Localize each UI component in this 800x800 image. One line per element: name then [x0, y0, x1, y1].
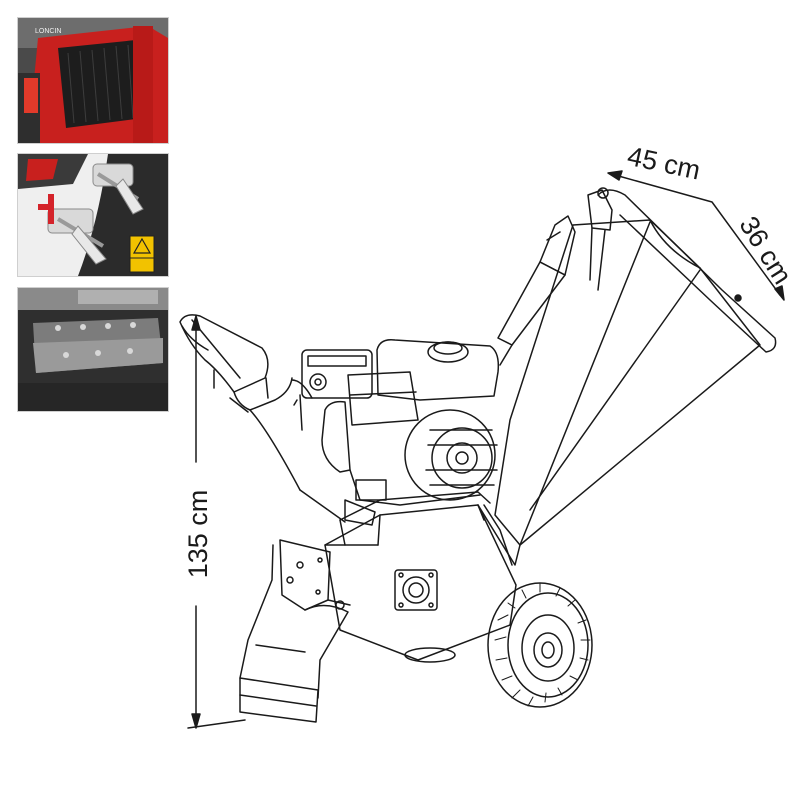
rubber-curtain — [58, 40, 143, 128]
chipper-housing — [324, 491, 517, 663]
blade-thumbnail — [17, 287, 169, 412]
lower-outlet — [239, 539, 351, 723]
height-label: 135 cm — [183, 490, 213, 579]
latch-thumbnail — [17, 153, 169, 277]
hopper-thumbnail: LONCIN — [17, 17, 169, 144]
width-label: 45 cm — [625, 141, 703, 186]
engine — [301, 338, 500, 526]
latch-upper — [92, 163, 144, 215]
depth-label: 36 cm — [733, 211, 797, 289]
wheel — [487, 582, 593, 708]
discharge-chute — [179, 314, 346, 523]
feed-hopper — [477, 187, 777, 566]
width-depth-dimension — [607, 170, 785, 301]
brand-text: LONCIN — [35, 28, 61, 35]
recoil-starter — [404, 409, 498, 501]
